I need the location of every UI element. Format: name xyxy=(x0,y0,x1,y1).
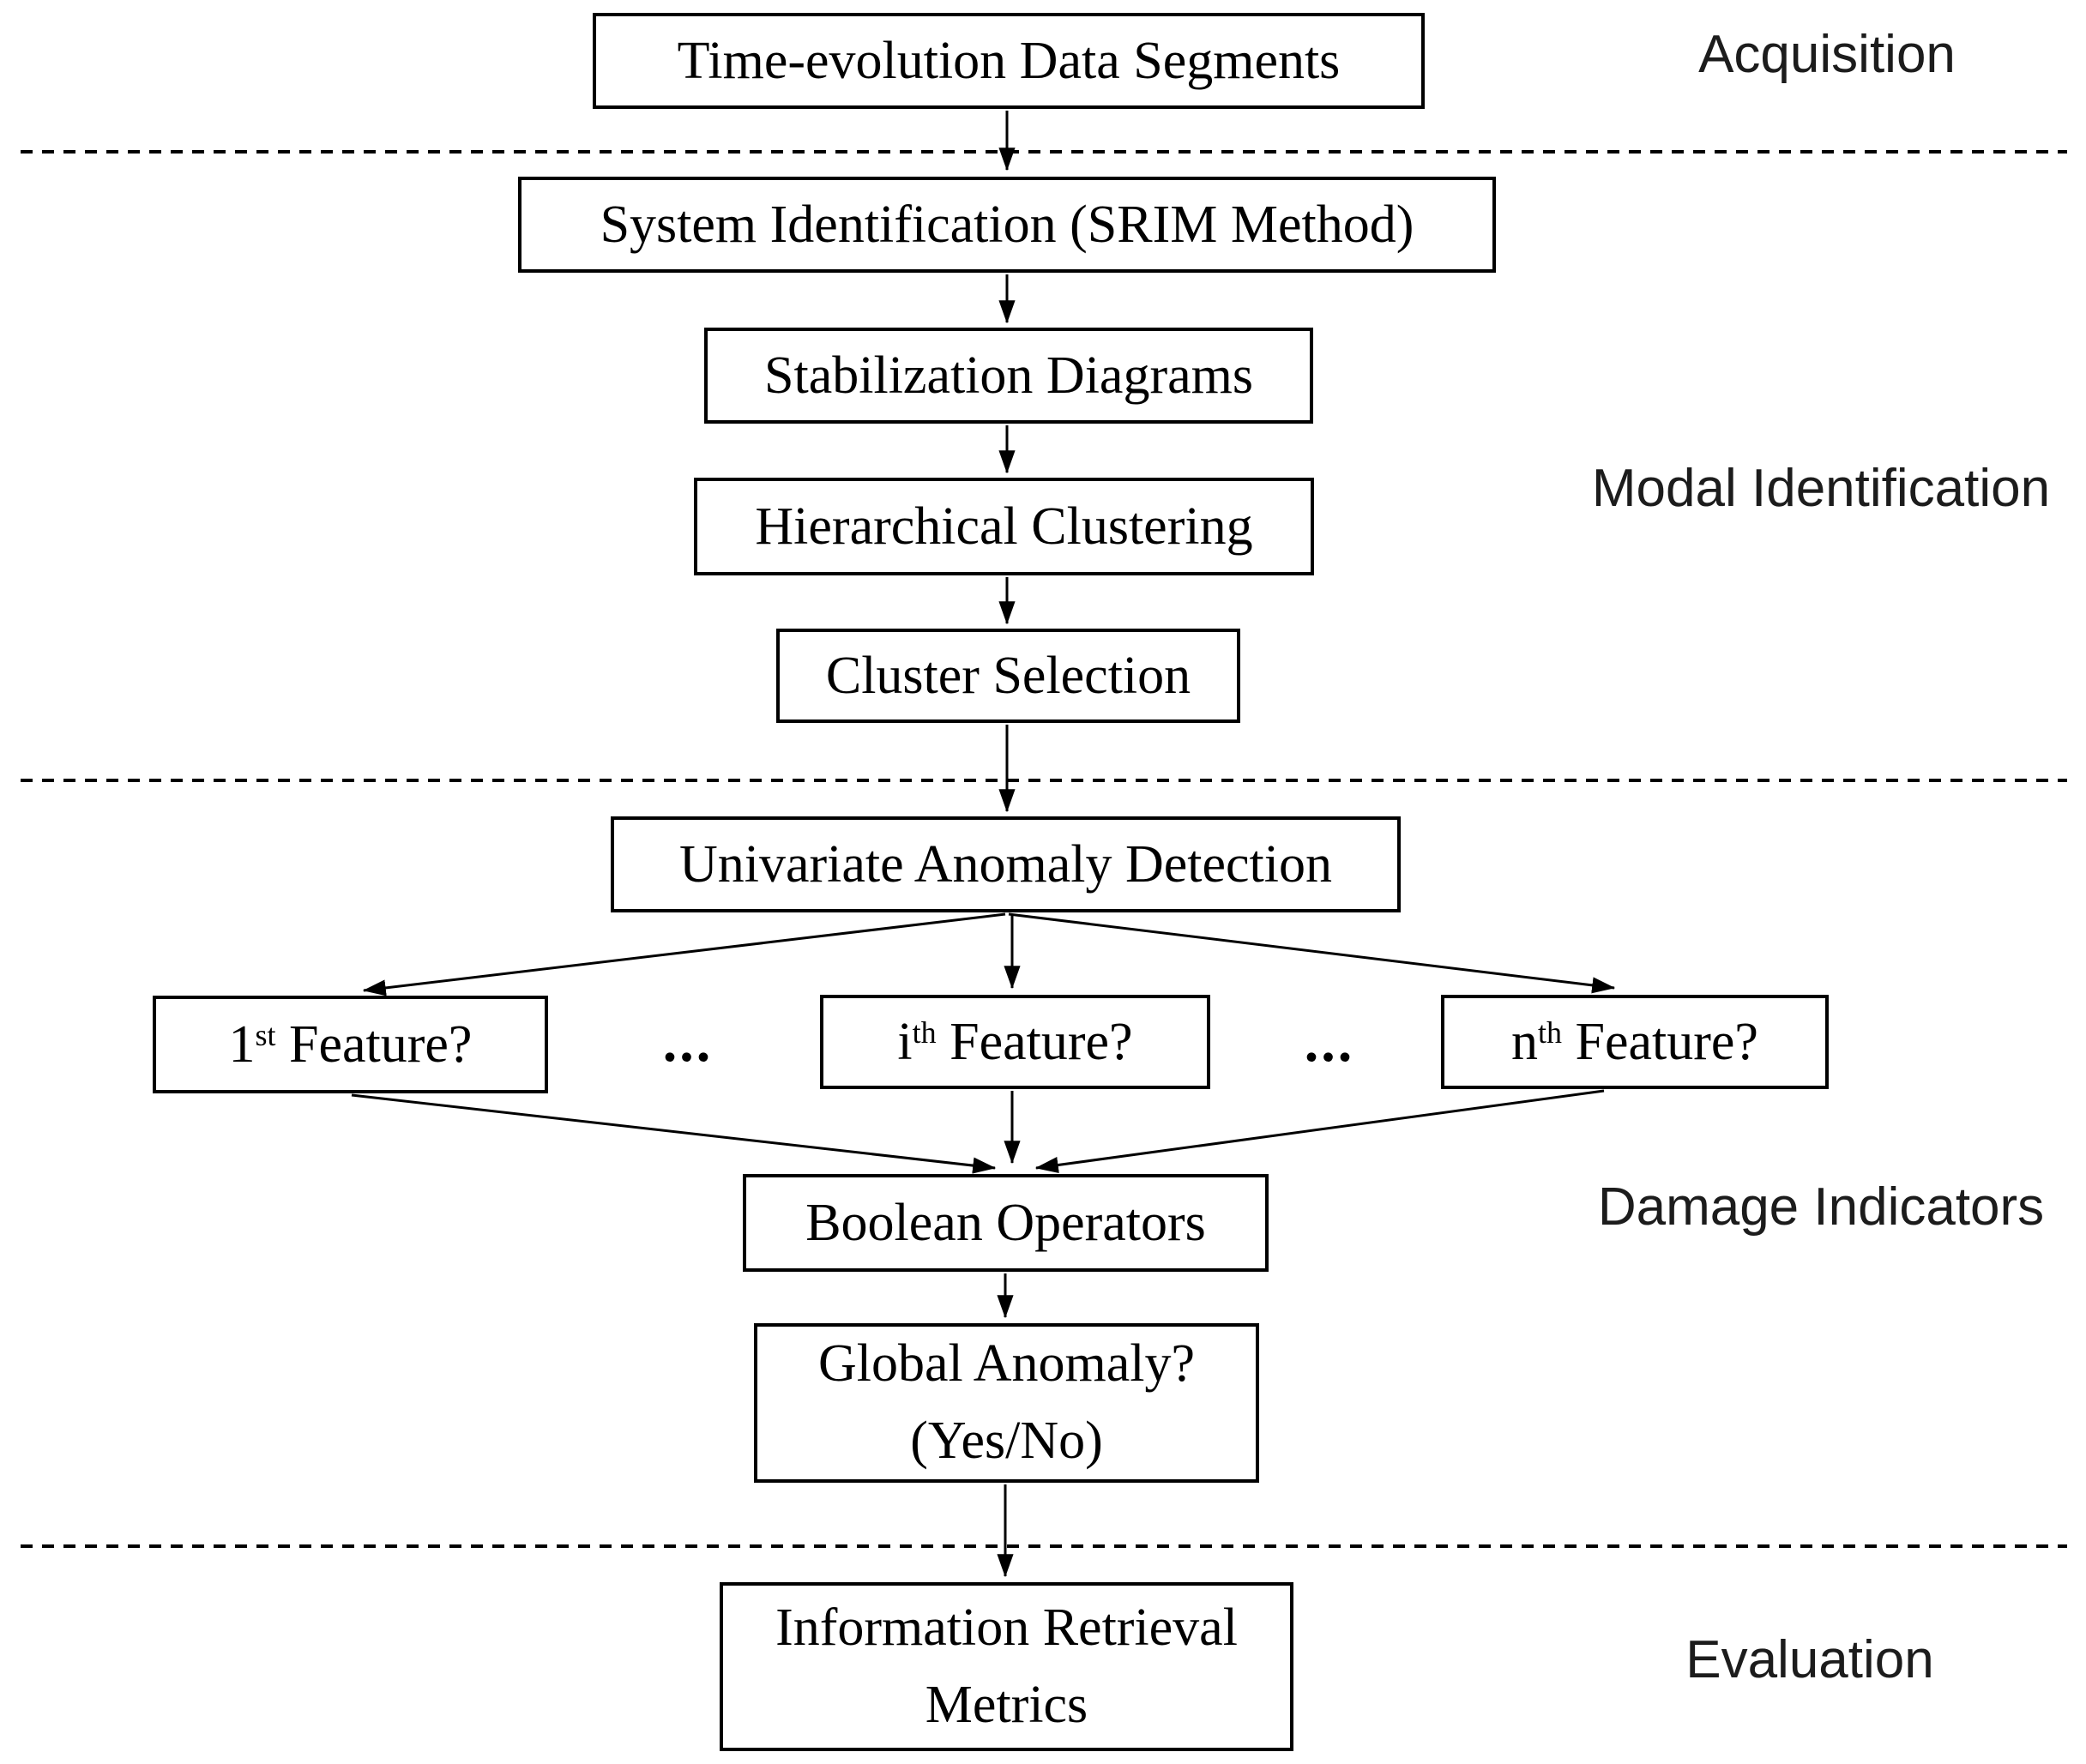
node-label: Time-evolution Data Segments xyxy=(677,31,1341,90)
node-cluster-selection: Cluster Selection xyxy=(776,629,1240,723)
node-label: Stabilization Diagrams xyxy=(764,346,1253,405)
feature-ordinal: n xyxy=(1511,1012,1539,1071)
stage-label-acquisition: Acquisition xyxy=(1698,25,1956,84)
node-hierarchical-clustering: Hierarchical Clustering xyxy=(694,478,1314,575)
node-label: Hierarchical Clustering xyxy=(755,497,1253,556)
node-univariate-anomaly-detection: Univariate Anomaly Detection xyxy=(611,816,1401,912)
feature-ordinal: 1 xyxy=(228,1014,256,1074)
node-label: 1st Feature? xyxy=(229,1013,473,1076)
feature-word: Feature? xyxy=(1562,1012,1758,1071)
node-stabilization-diagrams: Stabilization Diagrams xyxy=(704,328,1313,424)
node-label-line1: Information Retrieval xyxy=(775,1598,1238,1657)
feature-ordinal-suffix: th xyxy=(912,1015,937,1051)
node-label-line2: (Yes/No) xyxy=(910,1412,1103,1470)
feature-word: Feature? xyxy=(275,1014,473,1074)
feature-word: Feature? xyxy=(936,1012,1133,1071)
node-information-retrieval-metrics: Information Retrieval Metrics xyxy=(720,1582,1293,1751)
arrow-univariate-to-featuren xyxy=(1008,912,1616,994)
node-label: Cluster Selection xyxy=(825,646,1191,705)
node-label: Global Anomaly? (Yes/No) xyxy=(818,1326,1195,1480)
feature-ordinal-suffix: st xyxy=(255,1018,276,1053)
node-first-feature: 1st Feature? xyxy=(153,996,548,1093)
node-label: Boolean Operators xyxy=(805,1193,1206,1252)
node-boolean-operators: Boolean Operators xyxy=(743,1174,1269,1272)
stage-label-evaluation: Evaluation xyxy=(1685,1630,1934,1689)
node-global-anomaly: Global Anomaly? (Yes/No) xyxy=(754,1323,1259,1483)
node-label: Information Retrieval Metrics xyxy=(775,1590,1238,1744)
feature-ordinal: i xyxy=(897,1012,913,1071)
arrow-featuren-to-boolean xyxy=(1034,1089,1605,1174)
node-label-line1: Global Anomaly? xyxy=(817,1334,1196,1394)
node-system-identification: System Identification (SRIM Method) xyxy=(518,177,1496,273)
node-nth-feature: nth Feature? xyxy=(1441,995,1829,1089)
ellipsis-between-features-right: ... xyxy=(1304,1011,1355,1074)
node-label: System Identification (SRIM Method) xyxy=(600,195,1414,254)
node-label: Univariate Anomaly Detection xyxy=(679,834,1332,894)
node-time-evolution-data-segments: Time-evolution Data Segments xyxy=(593,13,1425,109)
ellipsis-between-features-left: ... xyxy=(662,1011,714,1074)
node-label: nth Feature? xyxy=(1511,1010,1758,1074)
stage-label-damage-indicators: Damage Indicators xyxy=(1597,1177,2045,1237)
node-label-line2: Metrics xyxy=(925,1675,1088,1734)
arrow-feature1-to-boolean xyxy=(351,1093,997,1174)
node-label: ith Feature? xyxy=(897,1010,1132,1074)
node-ith-feature: ith Feature? xyxy=(820,995,1210,1089)
feature-ordinal-suffix: th xyxy=(1538,1015,1563,1051)
arrow-univariate-to-feature1 xyxy=(362,912,1006,996)
stage-label-modal-identification: Modal Identification xyxy=(1591,459,2051,518)
